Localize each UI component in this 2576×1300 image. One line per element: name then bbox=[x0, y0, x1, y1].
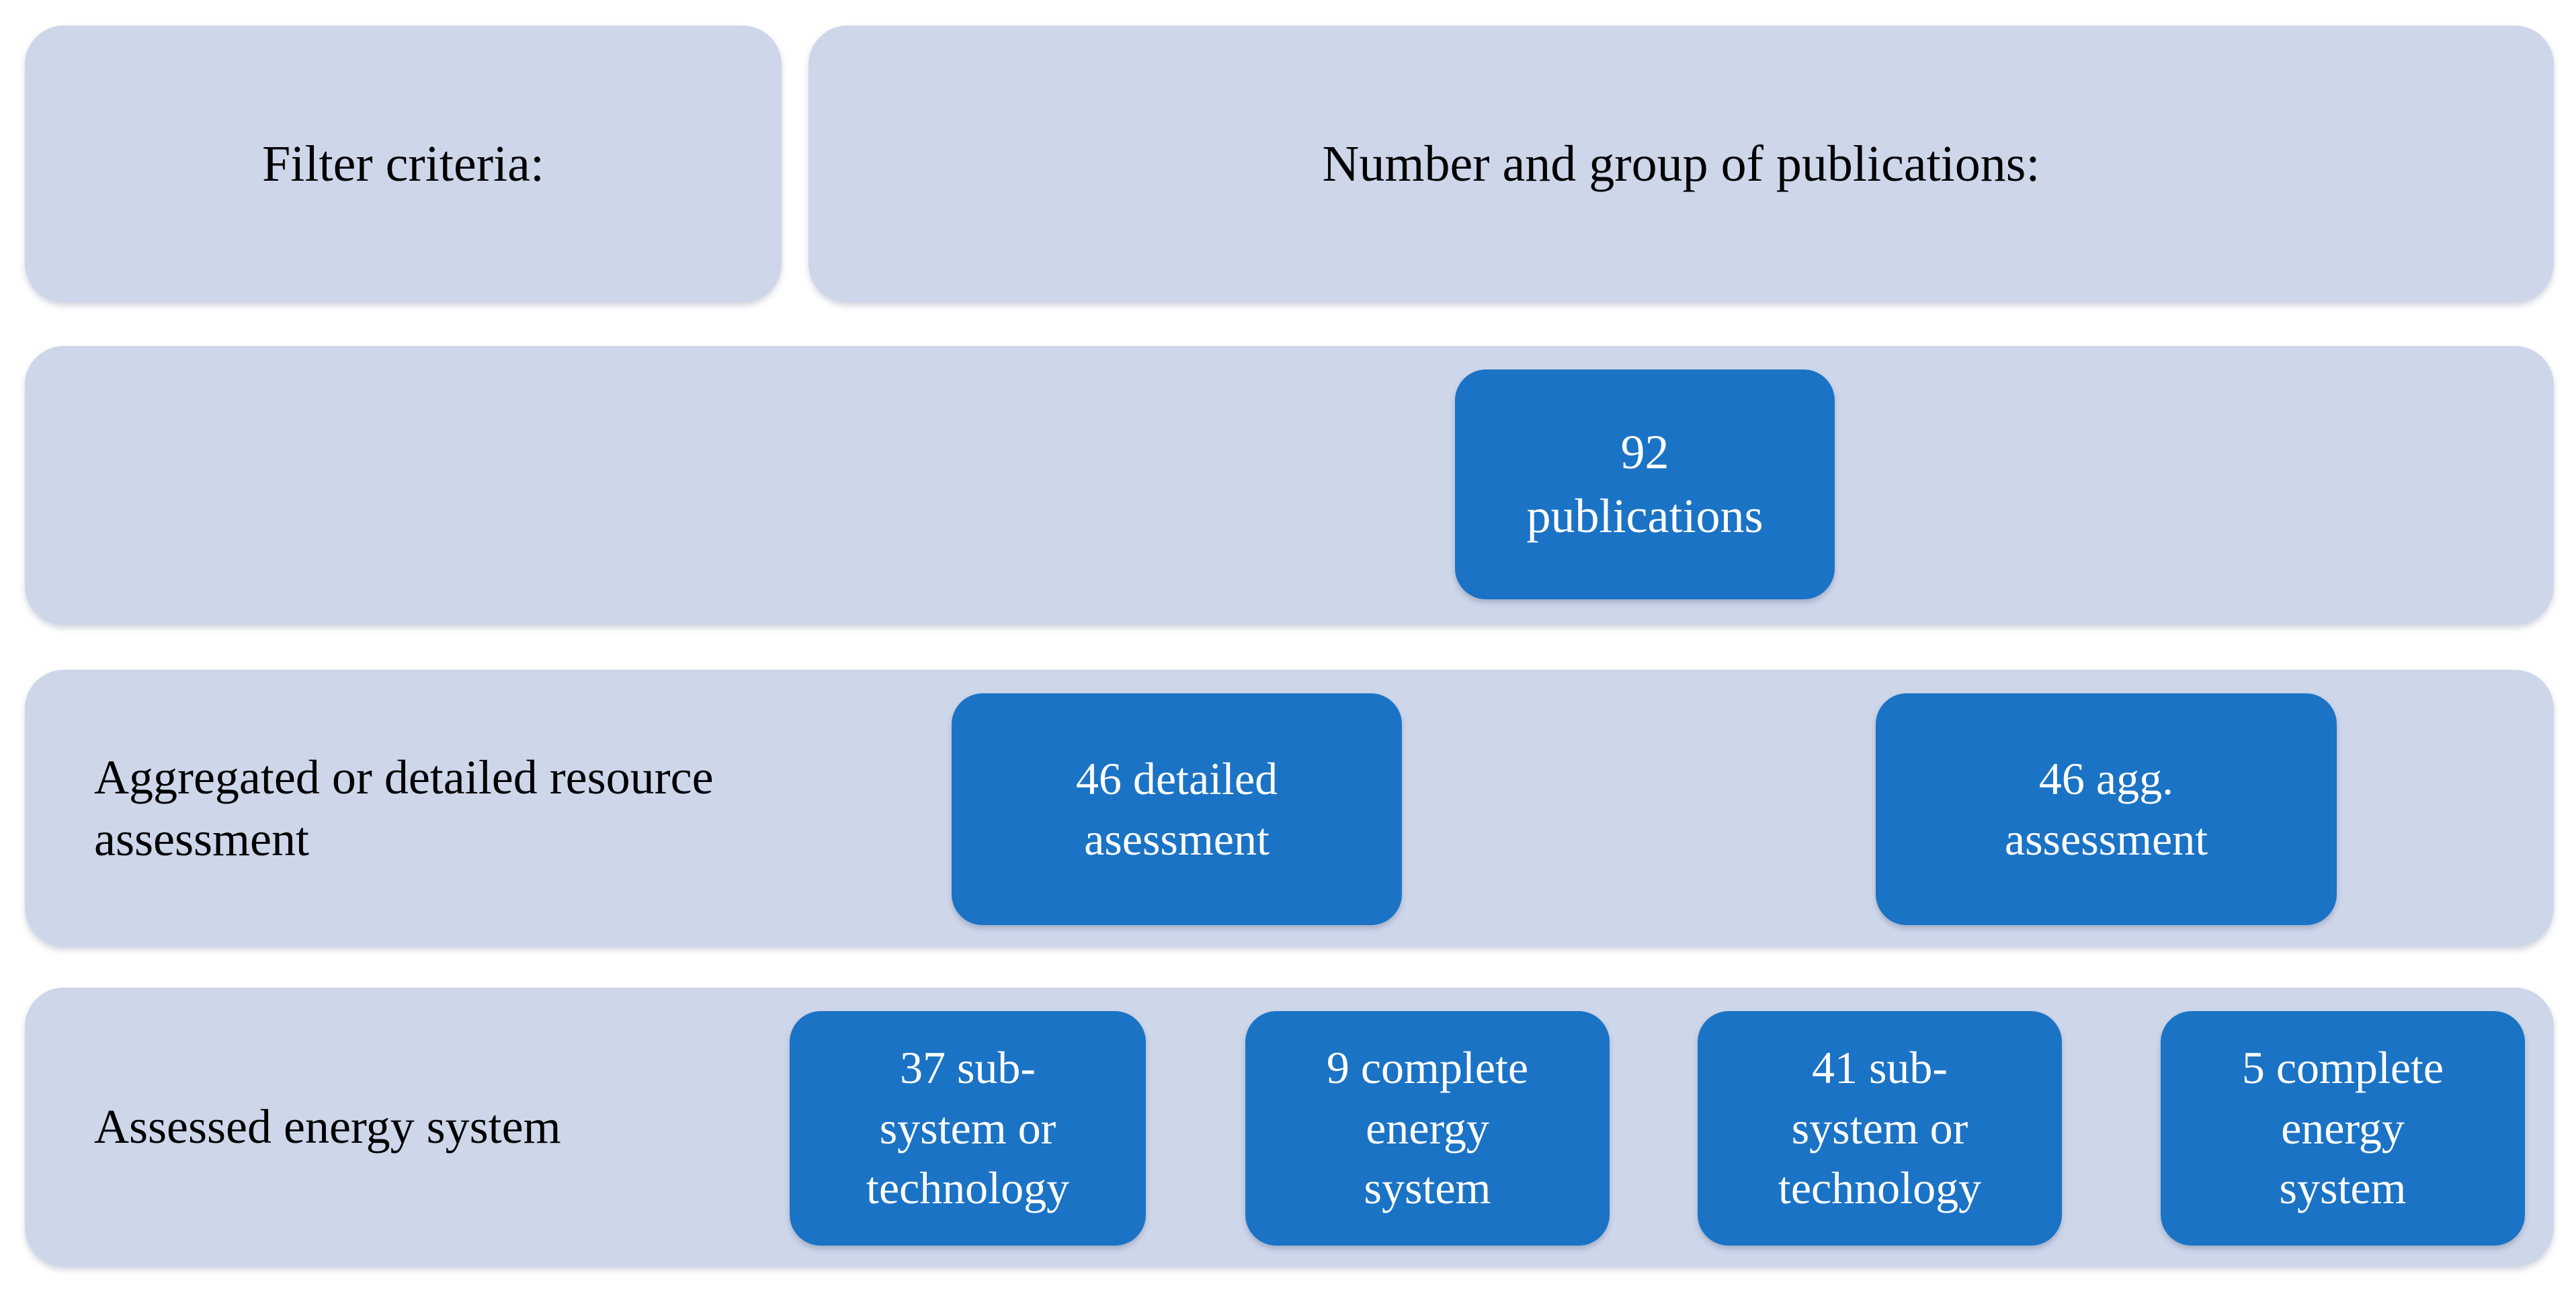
complete-system-aggregated-box: 5 complete energy system bbox=[2161, 1011, 2525, 1246]
detailed-assessment-text: 46 detailed asessment bbox=[1075, 752, 1278, 865]
aggregated-assessment-text: 46 agg. assessment bbox=[2004, 752, 2208, 865]
resource-assessment-row-label: Aggregated or detailed resource assessme… bbox=[94, 750, 714, 866]
filter-criteria-label: Filter criteria: bbox=[262, 135, 544, 192]
subsystem-detailed-text: 37 sub- system or technology bbox=[866, 1041, 1070, 1214]
publications-header-box: Number and group of publications: bbox=[808, 26, 2554, 302]
complete-system-detailed-box: 9 complete energy system bbox=[1245, 1011, 1610, 1246]
detailed-assessment-box: 46 detailed asessment bbox=[952, 693, 1402, 925]
aggregated-assessment-box: 46 agg. assessment bbox=[1876, 693, 2337, 925]
complete-system-aggregated-text: 5 complete energy system bbox=[2241, 1041, 2444, 1214]
complete-system-detailed-text: 9 complete energy system bbox=[1326, 1041, 1529, 1214]
publications-count-box: 92 publications bbox=[1455, 370, 1835, 599]
energy-system-row-label: Assessed energy system bbox=[94, 1100, 561, 1154]
subsystem-aggregated-text: 41 sub- system or technology bbox=[1778, 1041, 1982, 1214]
subsystem-detailed-box: 37 sub- system or technology bbox=[790, 1011, 1146, 1246]
publications-count-text: 92 publications bbox=[1526, 425, 1763, 543]
publications-header-label: Number and group of publications: bbox=[1322, 135, 2040, 192]
filter-criteria-header-box: Filter criteria: bbox=[25, 26, 782, 302]
subsystem-aggregated-box: 41 sub- system or technology bbox=[1698, 1011, 2062, 1246]
row-total-publications bbox=[25, 346, 2554, 625]
